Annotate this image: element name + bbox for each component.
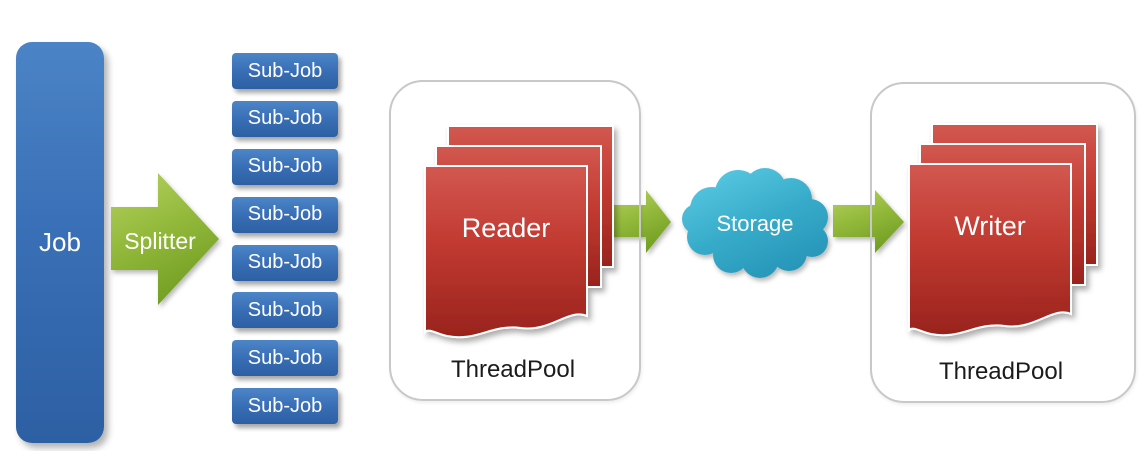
document-page-front — [908, 163, 1072, 337]
reader-label: Reader — [461, 212, 551, 243]
reader-threadpool-container — [389, 80, 641, 401]
writer-label: Writer — [954, 210, 1026, 241]
splitter-arrow-shape — [111, 173, 219, 305]
subjob-item: Sub-Job — [232, 196, 338, 233]
splitter-arrow-icon — [111, 173, 219, 305]
writer-docstack-icon — [908, 123, 1098, 337]
job-box — [16, 42, 104, 443]
subjob-item: Sub-Job — [232, 340, 338, 377]
subjob-item: Sub-Job — [232, 388, 338, 425]
subjob-label: Sub-Job — [247, 107, 323, 130]
flow-arrow-shape — [833, 190, 904, 253]
writer-threadpool-container — [870, 82, 1136, 403]
subjob-label: Sub-Job — [247, 203, 323, 226]
subjob-label: Sub-Job — [247, 394, 323, 417]
subjob-item: Sub-Job — [232, 148, 338, 185]
flow-arrow-reader-to-storage-icon — [611, 190, 671, 253]
job-label: Job — [39, 227, 81, 257]
reader-threadpool-label: ThreadPool — [450, 356, 576, 383]
splitter-label: Splitter — [124, 227, 196, 254]
storage-cloud-icon — [682, 168, 828, 278]
subjob-label: Sub-Job — [247, 59, 323, 82]
subjob-label: Sub-Job — [247, 298, 323, 321]
subjob-label: Sub-Job — [247, 251, 323, 274]
flow-arrow-shape — [611, 190, 671, 253]
subjob-item: Sub-Job — [232, 244, 338, 281]
writer-threadpool-label: ThreadPool — [938, 358, 1064, 385]
subjob-item: Sub-Job — [232, 53, 338, 89]
reader-docstack-icon — [424, 125, 614, 339]
subjob-label: Sub-Job — [247, 155, 323, 178]
subjob-label: Sub-Job — [247, 346, 323, 369]
subjob-item: Sub-Job — [232, 292, 338, 329]
document-page-front — [424, 165, 588, 339]
flow-arrow-storage-to-writer-icon — [833, 190, 904, 253]
subjob-item: Sub-Job — [232, 100, 338, 137]
storage-label: Storage — [716, 211, 794, 236]
subjob-list: Sub-Job Sub-Job Sub-Job Sub-Job Sub-Job … — [232, 53, 338, 425]
